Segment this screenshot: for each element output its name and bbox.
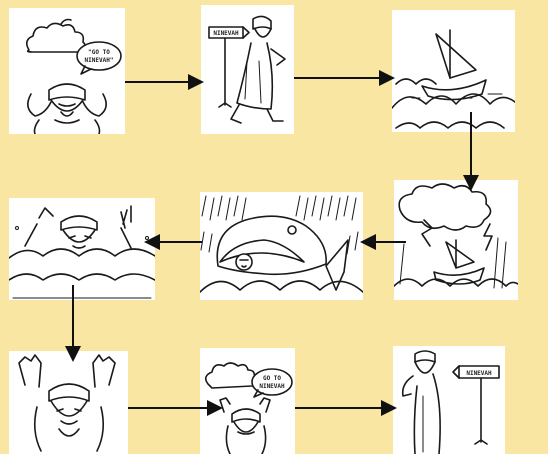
- bubble-again-line-1: GO TO: [263, 375, 281, 382]
- panel-jonah-prays: [9, 351, 128, 454]
- bubble-line-1: "GO TO: [88, 49, 110, 56]
- panel-god-speaks: "GO TO NINEVAH": [9, 8, 125, 134]
- god-speaks-illustration: "GO TO NINEVAH": [25, 18, 122, 134]
- jonah-prays-illustration: [18, 354, 116, 452]
- ninevah-sign-text: NINEVAH: [213, 30, 239, 37]
- bubble-again-line-2: NINEVAH: [259, 383, 285, 390]
- big-fish-illustration: [200, 195, 363, 293]
- panel-jonah-goes-ninevah: NINEVAH: [393, 346, 505, 454]
- jonah-sea-illustration: [9, 205, 155, 299]
- panel-jonah-in-sea: [9, 198, 155, 300]
- ninevah-sign-2-text: NINEVAH: [466, 370, 492, 377]
- lightning-storm-illustration: [394, 183, 518, 289]
- runs-away-illustration: NINEVAH: [208, 15, 286, 124]
- panel-lightning-storm: [394, 180, 518, 300]
- ship-sea-illustration: [392, 29, 515, 129]
- god-speaks-again-illustration: GO TO NINEVAH: [204, 362, 293, 454]
- panel-fish-swallows: [200, 192, 363, 300]
- bubble-line-2: NINEVAH": [85, 57, 114, 64]
- panel-ship-storm: [392, 10, 515, 132]
- panel-god-speaks-again: GO TO NINEVAH: [200, 348, 295, 454]
- panel-jonah-runs-away: NINEVAH: [201, 5, 294, 134]
- goes-ninevah-illustration: NINEVAH: [401, 350, 500, 454]
